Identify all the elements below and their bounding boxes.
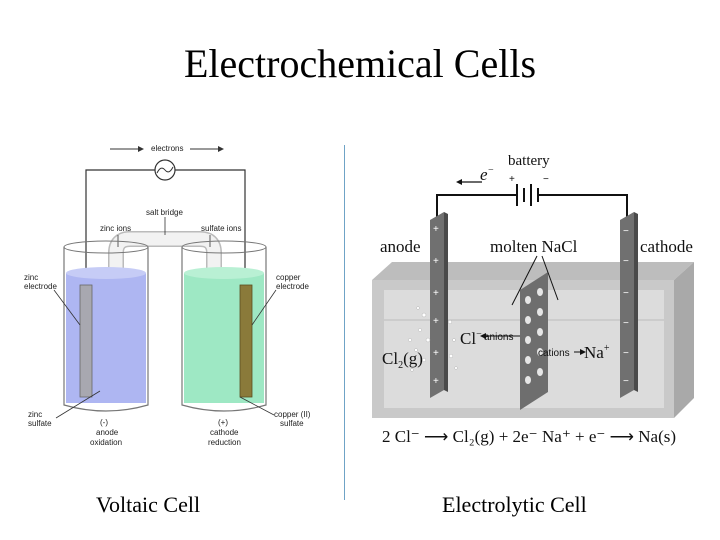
zinc-sulfate-label-2: sulfate	[28, 419, 52, 428]
svg-text:+: +	[433, 376, 439, 387]
battery-icon	[507, 184, 557, 206]
molten-nacl-label: molten NaCl	[490, 237, 578, 256]
svg-text:+: +	[433, 224, 439, 235]
zinc-electrode-label-1: zinc	[24, 273, 38, 282]
svg-text:−: −	[623, 288, 629, 299]
zinc-ions-label: zinc ions	[100, 224, 131, 233]
divider	[344, 145, 345, 500]
anions-label: anions	[484, 332, 513, 343]
voltaic-cell-caption: Voltaic Cell	[96, 492, 201, 517]
electrolytic-cell-diagram: + − battery e− + + + + + + − − − − − −	[372, 153, 694, 446]
oxidation-label: oxidation	[90, 438, 122, 447]
cathode-sign-label: (+)	[218, 418, 228, 427]
zinc-sulfate-label-1: zinc	[28, 410, 42, 419]
circuit-wire	[436, 194, 507, 220]
electrons-label: electrons	[151, 144, 183, 153]
zinc-electrode	[79, 284, 93, 398]
anode-label: anode	[380, 237, 421, 256]
zinc-solution	[66, 273, 146, 403]
page-title: Electrochemical Cells	[183, 41, 537, 86]
cathode-label: cathode	[210, 428, 239, 437]
separator	[520, 272, 548, 410]
copper-electrode-label-1: copper	[276, 273, 301, 282]
svg-text:+: +	[433, 316, 439, 327]
svg-text:−: −	[623, 226, 629, 237]
voltaic-cell-diagram: electrons salt bridge zinc ions sulfate …	[24, 144, 311, 447]
battery-minus: −	[543, 174, 549, 185]
anode-label: anode	[96, 428, 119, 437]
cathode-minus-signs: − − − − − −	[623, 226, 629, 387]
cl-ion-label: Cl−	[460, 329, 482, 348]
battery-plus: +	[509, 174, 515, 185]
anode-plus-signs: + + + + + +	[433, 224, 439, 387]
svg-text:+: +	[433, 288, 439, 299]
cl2-gas-label: Cl2(g)	[382, 349, 423, 371]
molten-pointer-2	[541, 255, 559, 301]
na-ion-label: Na+	[584, 343, 610, 362]
anode-equation: 2 Cl⁻ ⟶ Cl₂(g) + 2e⁻	[382, 427, 538, 446]
right-beaker	[181, 247, 267, 412]
molten-pointer-1	[511, 255, 538, 306]
salt-bridge-label: salt bridge	[146, 208, 183, 217]
zinc-electrode-label-2: electrode	[24, 282, 57, 291]
svg-text:+: +	[433, 256, 439, 267]
svg-text:−: −	[623, 318, 629, 329]
electron-label: e−	[480, 165, 494, 184]
battery-label: battery	[508, 153, 550, 169]
cathode-label: cathode	[640, 237, 693, 256]
electrolytic-cell-caption: Electrolytic Cell	[442, 492, 587, 517]
svg-text:+: +	[433, 348, 439, 359]
anode-electrode	[430, 212, 444, 398]
gas-bubbles	[408, 306, 458, 372]
svg-text:−: −	[623, 376, 629, 387]
anode-sign-label: (-)	[100, 418, 108, 427]
svg-text:−: −	[623, 348, 629, 359]
cathode-equation: Na⁺ + e⁻ ⟶ Na(s)	[542, 427, 676, 446]
svg-text:−: −	[623, 256, 629, 267]
cathode-electrode	[620, 212, 634, 398]
cations-label: cations	[538, 348, 570, 359]
tank-back	[372, 262, 694, 280]
copper-sulfate-label-1: copper (II)	[274, 410, 311, 419]
copper-sulfate-label-2: sulfate	[280, 419, 304, 428]
sulfate-ions-label: sulfate ions	[201, 224, 241, 233]
copper-electrode	[239, 284, 253, 398]
left-beaker	[63, 247, 149, 412]
reduction-label: reduction	[208, 438, 241, 447]
copper-electrode-label-2: electrode	[276, 282, 309, 291]
separator-holes	[525, 288, 543, 384]
